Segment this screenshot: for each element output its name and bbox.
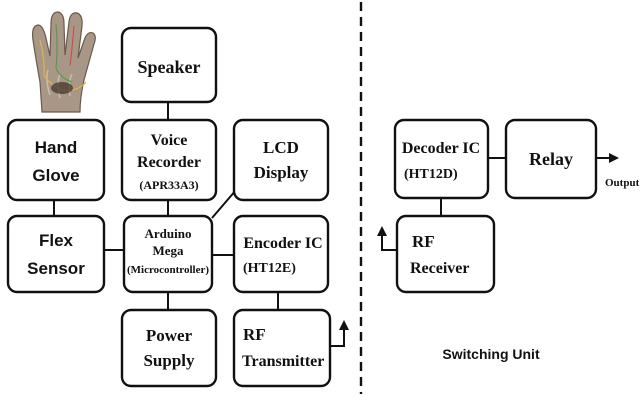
rf-transmitter-label-line1: RF: [243, 325, 266, 344]
flex-sensor-block: Flex Sensor: [6, 214, 106, 294]
rf-transmitter-label-line2: Transmitter: [242, 353, 324, 370]
rf-transmitter-block: RF Transmitter: [232, 308, 332, 388]
arduino-block: Arduino Mega (Microcontroller): [122, 214, 214, 294]
encoder-ic-label-line1: Encoder IC: [243, 235, 322, 252]
voice-recorder-block: Voice Recorder (APR33A3): [120, 118, 218, 202]
relay-label: Relay: [529, 149, 573, 169]
encoder-ic-block: Encoder IC (HT12E): [232, 214, 330, 294]
hand-glove-block: Hand Glove: [6, 118, 106, 202]
arduino-label-line3: (Microcontroller): [127, 264, 209, 276]
decoder-ic-block: Decoder IC (HT12D): [393, 118, 490, 200]
connectors: [53, 102, 619, 347]
rf-receiver-block: RF Receiver: [395, 214, 496, 294]
flex-sensor-label-line2: Sensor: [27, 259, 85, 278]
antenna-arrow-receiver: [377, 226, 397, 251]
speaker-block: Speaker: [120, 26, 218, 104]
power-supply-label-line2: Supply: [143, 351, 195, 370]
voice-recorder-label-line3: (APR33A3): [139, 178, 198, 192]
arduino-label-line2: Mega: [152, 243, 184, 258]
rf-receiver-label-line1: RF: [412, 232, 435, 251]
hand-glove-label-line2: Glove: [32, 166, 79, 185]
decoder-ic-label-line2: (HT12D): [404, 167, 458, 182]
antenna-arrow-transmitter: [330, 320, 349, 347]
voice-recorder-label-line2: Recorder: [137, 154, 201, 171]
flex-sensor-label-line1: Flex: [39, 231, 74, 250]
speaker-label: Speaker: [138, 57, 201, 77]
power-supply-block: Power Supply: [120, 308, 218, 388]
output-label: Output: [605, 177, 640, 189]
connector-lcd-arduino: [211, 189, 237, 219]
switching-unit-label: Switching Unit: [442, 346, 540, 362]
relay-block: Relay: [504, 118, 598, 200]
voice-recorder-label-line1: Voice: [151, 132, 188, 149]
arduino-label-line1: Arduino: [145, 226, 192, 241]
rf-receiver-label-line2: Receiver: [410, 260, 470, 277]
power-supply-label-line1: Power: [146, 326, 193, 345]
lcd-display-label-line1: LCD: [263, 138, 299, 157]
hand-glove-label-line1: Hand: [35, 138, 78, 157]
decoder-ic-label-line1: Decoder IC: [402, 140, 480, 157]
lcd-display-label-line2: Display: [254, 163, 309, 182]
hand-glove-photo-icon: [31, 11, 96, 113]
lcd-display-block: LCD Display: [232, 118, 330, 202]
encoder-ic-label-line2: (HT12E): [243, 261, 296, 276]
